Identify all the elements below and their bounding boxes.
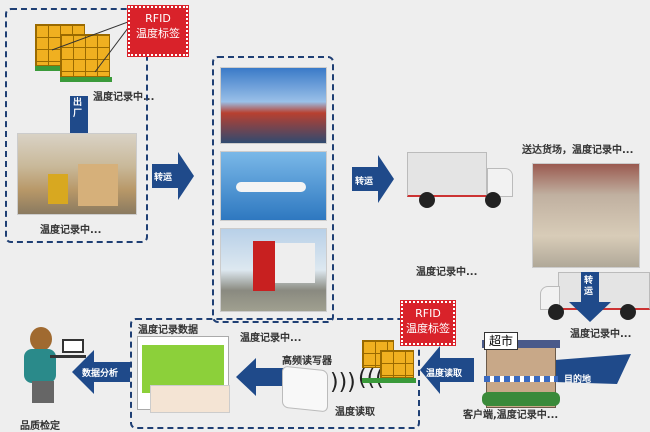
cargo-boxes-icon	[362, 340, 418, 383]
factory-out-label: 出厂	[73, 98, 83, 119]
freight-yard-status: 送达货场，温度记录中...	[522, 145, 634, 156]
customer-status: 客户端,温度记录中...	[463, 410, 559, 421]
transit-label-1: 转运	[154, 173, 173, 183]
arrow-left-icon	[72, 350, 130, 394]
truck-photo	[220, 228, 327, 312]
analysis-label: 数据分析	[82, 369, 119, 379]
wireless-waves-icon: )))	[330, 370, 356, 395]
transit-label-3: 转运	[584, 276, 594, 297]
destination-label: 目的地	[564, 375, 592, 385]
data-reading-group	[130, 318, 420, 429]
rfid-text: RFID	[415, 307, 441, 320]
arrow-down-icon	[569, 272, 611, 322]
temp-read-arrow-label: 温度读取	[426, 369, 463, 379]
freight-yard-photo	[532, 163, 640, 268]
quality-inspector-icon	[10, 325, 90, 417]
arrow-left-icon	[535, 352, 631, 392]
temp-read-label: 温度读取	[335, 407, 375, 418]
warehouse-status: 温度记录中...	[40, 225, 102, 236]
transport-group	[212, 56, 334, 323]
tag-text: 温度标签	[406, 322, 450, 335]
truck2-status: 温度记录中...	[570, 329, 632, 340]
qc-label: 品质检定	[20, 421, 60, 432]
arrow-left-icon	[420, 346, 474, 394]
arrow-right-icon	[352, 155, 394, 203]
tag-connector-lines	[51, 21, 129, 73]
delivery-truck-1	[407, 152, 517, 252]
ship-port-photo	[220, 67, 327, 144]
data-table-sheet	[150, 385, 230, 413]
arrow-left-icon	[236, 358, 290, 396]
arrow-right-icon	[152, 152, 194, 200]
factory-group	[5, 8, 148, 243]
rfid-reader-device	[282, 365, 328, 413]
rfid-text: RFID	[145, 12, 171, 25]
truck1-status: 温度记录中...	[416, 267, 478, 278]
airplane-photo	[220, 151, 327, 221]
transit-label-2: 转运	[355, 177, 374, 187]
factory-status: 温度记录中...	[93, 92, 155, 103]
reader-label: 高频读写器	[282, 356, 332, 367]
data-title: 温度记录数据	[138, 325, 198, 336]
rfid-tag-label: RFID 温度标签	[127, 5, 189, 57]
transport-status: 温度记录中...	[240, 333, 302, 344]
supermarket-store: 超市	[480, 332, 562, 410]
store-sign: 超市	[484, 332, 518, 350]
cargo-boxes-icon	[35, 12, 115, 82]
rfid-tag-label: RFID 温度标签	[400, 300, 456, 346]
tag-text: 温度标签	[136, 27, 180, 40]
warehouse-forklift-photo	[17, 133, 137, 215]
